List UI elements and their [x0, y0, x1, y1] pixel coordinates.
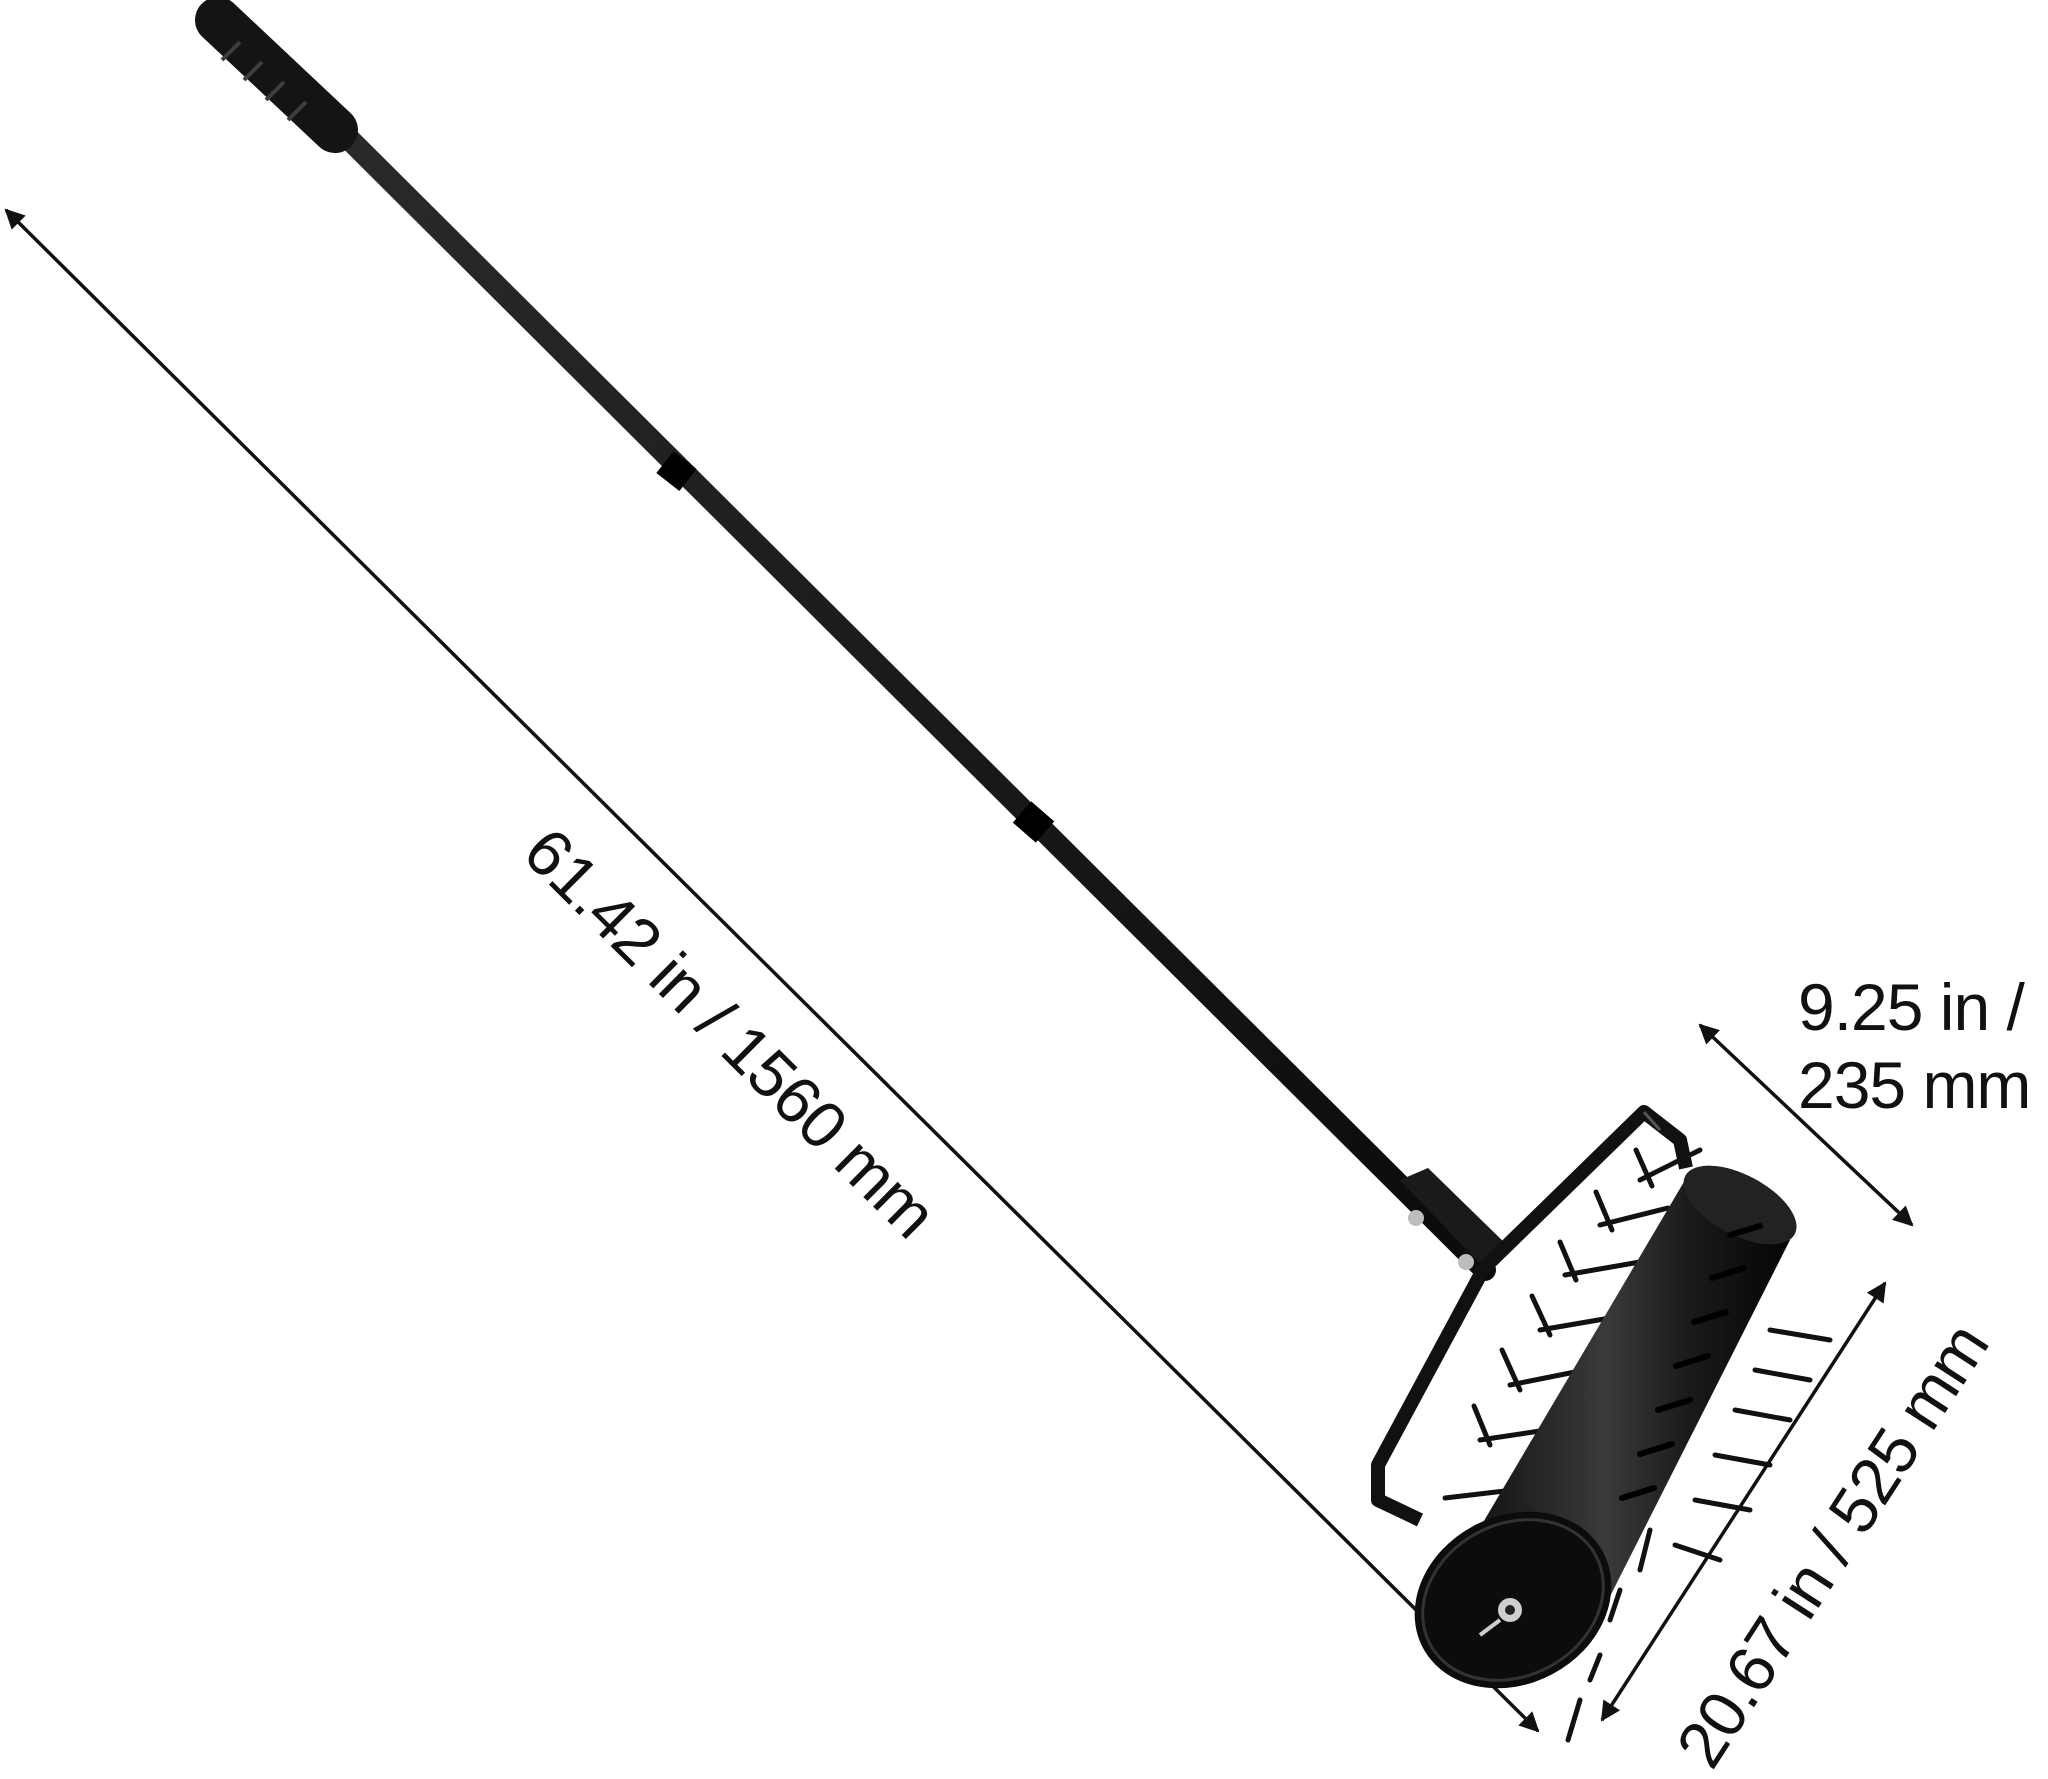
- drum-diameter-arrow: [1698, 1023, 1914, 1227]
- pole-joint-upper: [656, 450, 697, 492]
- roller-frame: [1371, 1105, 1693, 1527]
- handle-pole: [324, 114, 1496, 1281]
- drum-diameter-dimension: 9.25 in / 235 mm: [1698, 970, 2031, 1227]
- spikes-back: [1442, 1147, 1703, 1501]
- handle-bracket: [1400, 1168, 1510, 1270]
- handle-length-dimension: 61.42 in / 1560 mm: [4, 208, 1540, 1733]
- pole-joint-lower: [1012, 801, 1055, 843]
- drum-diameter-label-line1: 9.25 in /: [1798, 970, 2025, 1044]
- handle-grip: [195, 0, 358, 153]
- handle-length-arrow: [4, 208, 1540, 1733]
- aerator-tool: [195, 0, 1833, 1743]
- drum-diameter-label-line2: 235 mm: [1798, 1048, 2030, 1122]
- drum-width-arrow: [1600, 1281, 1887, 1722]
- handle-length-label: 61.42 in / 1560 mm: [510, 813, 950, 1251]
